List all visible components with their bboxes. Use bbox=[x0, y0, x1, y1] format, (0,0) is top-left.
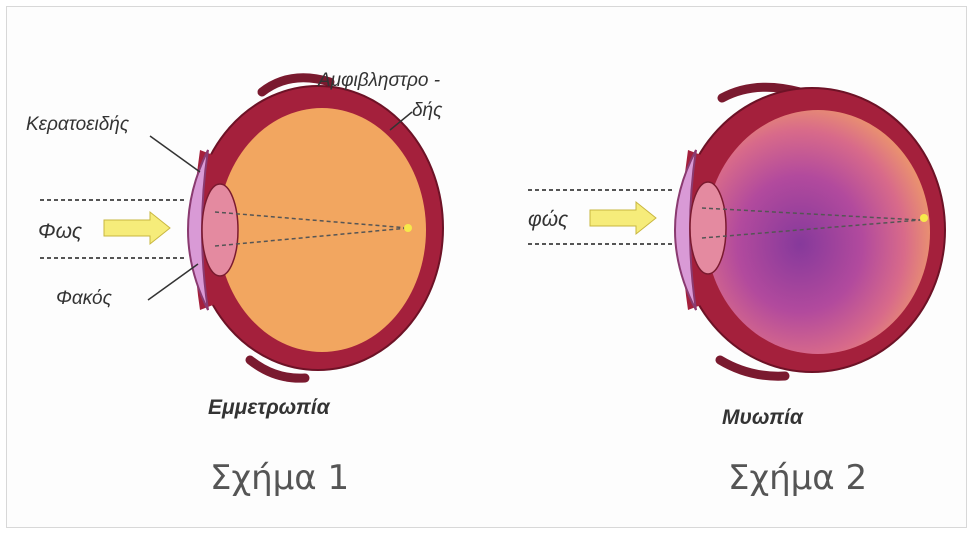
caption-figure-2: Σχήμα 2 bbox=[728, 458, 867, 498]
label-light-1: Φως bbox=[38, 220, 83, 243]
label-light-2: φώς bbox=[528, 208, 569, 231]
focal-point bbox=[920, 214, 928, 222]
light-arrow bbox=[104, 212, 170, 244]
lens-shape bbox=[690, 182, 726, 274]
light-arrow bbox=[590, 202, 656, 234]
focal-point bbox=[404, 224, 412, 232]
cornea-pointer bbox=[150, 136, 200, 172]
label-retina-2: δής bbox=[412, 100, 443, 121]
vitreous-body bbox=[706, 110, 930, 354]
label-lens: Φακός bbox=[56, 288, 113, 309]
vitreous-body bbox=[218, 108, 426, 352]
lens-shape bbox=[202, 184, 238, 276]
label-retina-1: Αμφιβληστρο - bbox=[317, 70, 440, 91]
label-cornea: Κερατοειδής bbox=[26, 114, 130, 135]
eye-myopia bbox=[528, 87, 945, 376]
title-emmetropia: Εμμετρωπία bbox=[208, 396, 331, 419]
caption-figure-1: Σχήμα 1 bbox=[210, 458, 349, 498]
title-myopia: Μυωπία bbox=[722, 406, 804, 429]
lens-pointer bbox=[148, 264, 198, 300]
